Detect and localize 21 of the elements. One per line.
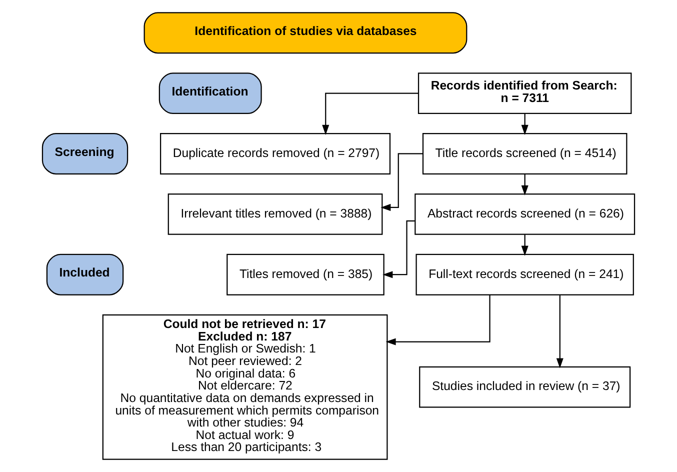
node-box: Included [46,254,124,296]
arrow [382,220,415,278]
arrow [521,114,528,135]
arrow [386,294,490,346]
node-box: Irrelevant titles removed (n = 3888) [168,193,383,235]
node-box: Titles removed (n = 385) [226,254,384,296]
node-box: Studies included in review (n = 37) [419,366,631,408]
node-box: Title records screened (n = 4514) [422,133,628,174]
arrow [521,234,528,256]
node-box: Identification of studies via databases [144,12,468,54]
arrow [380,153,423,211]
node-box: Duplicate records removed (n = 2797) [160,133,391,174]
arrow [521,174,528,196]
node-box: Records identified from Search: n = 7311 [418,72,632,114]
arrow [322,92,418,135]
node-box: Identification [158,72,262,114]
node-box: Full-text records screened (n = 241) [416,254,634,296]
arrow [556,295,564,368]
node-box: Could not be retrieved n: 17 Excluded n: 187 Not English or Swedish: 1 Not peer reviewed: 2 No original data: 6 Not eldercare: 72 No quantitative data on demands expressed in units of measurement which permits comparison with other studies: 94 Not actual work: 9 Less than 20 participants: 3 [102,314,388,460]
node-box: Abstract records screened (n = 626) [414,193,636,235]
node-box: Screening [42,133,128,174]
